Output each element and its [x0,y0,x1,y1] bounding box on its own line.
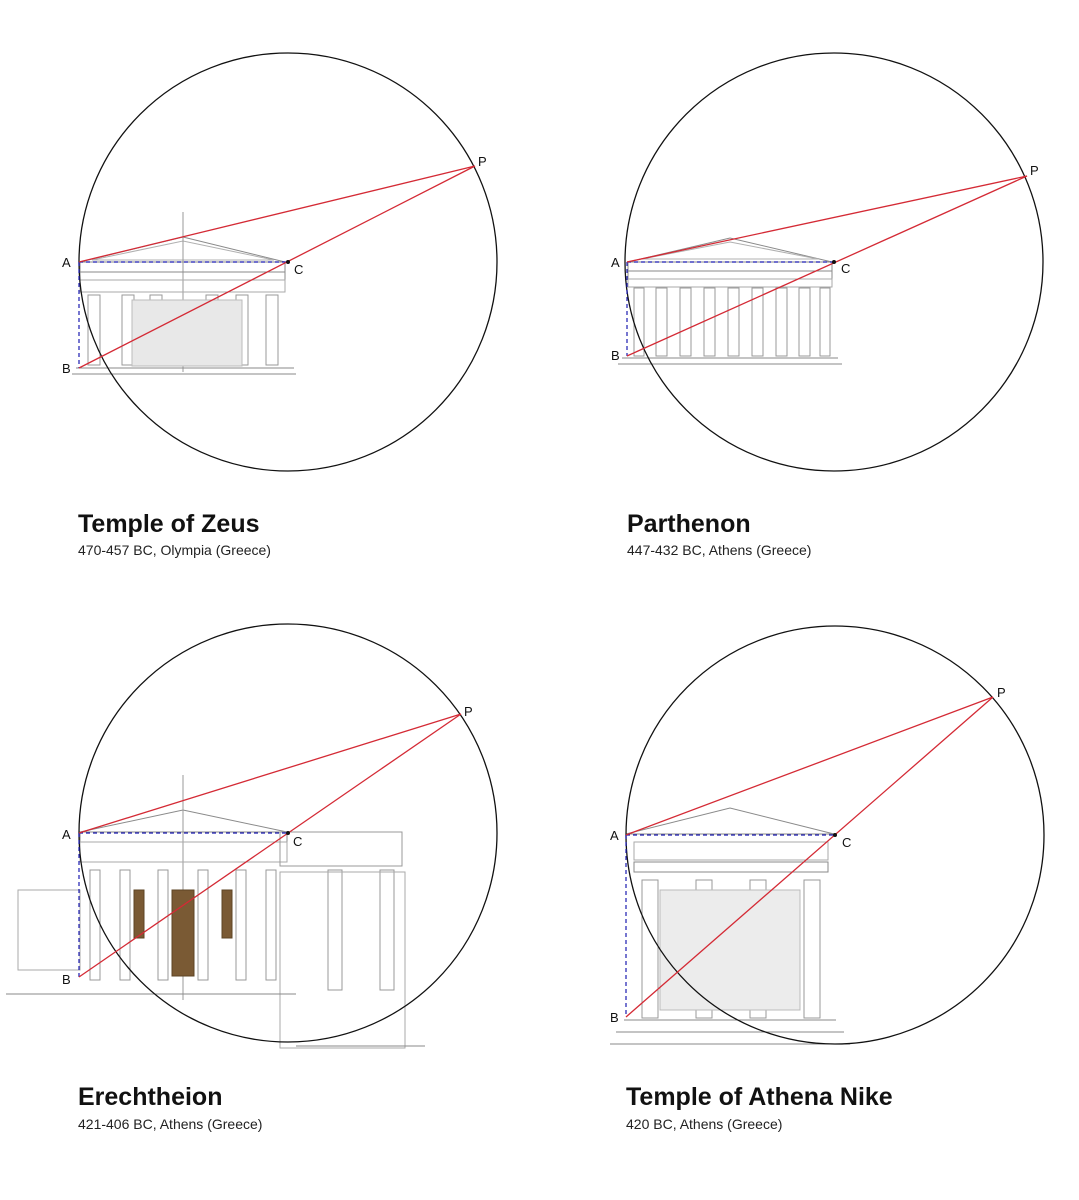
panel-temple-of-zeus: A B C P Temple of Zeus 470-457 BC, Olymp… [0,0,540,580]
red-construction-lines [625,696,994,1018]
panel-subtitle: 470-457 BC, Olympia (Greece) [78,542,271,558]
point-label-c: C [293,834,302,849]
point-label-c: C [841,261,850,276]
point-label-p: P [1030,163,1039,178]
blue-dashed-rectangle [626,261,834,356]
point-label-c: C [842,835,851,850]
panel-erechtheion: A B C P Erechtheion 421-406 BC, Athens (… [0,580,540,1200]
diagram-temple-of-athena-nike: A B C P [610,625,1045,1045]
panel-temple-of-athena-nike: A B C P Temple of Athena Nike 420 BC, At… [540,580,1079,1200]
red-construction-lines [78,713,462,978]
temple-sketch [610,807,850,1045]
panel-title: Parthenon [627,510,751,538]
temple-sketch [6,775,425,1049]
golden-circle [624,52,1044,472]
red-construction-lines [626,175,1028,357]
point-label-a: A [610,828,619,843]
panel-subtitle: 447-432 BC, Athens (Greece) [627,542,812,558]
temple-sketch [618,237,842,365]
panel-title: Temple of Zeus [78,510,260,538]
panel-parthenon: A B C P Parthenon 447-432 BC, Athens (Gr… [540,0,1079,580]
panel-title: Temple of Athena Nike [626,1083,893,1111]
point-label-a: A [62,827,71,842]
temple-sketch [72,212,296,375]
point-label-b: B [62,972,71,987]
blue-dashed-rectangle [625,834,835,1017]
point-label-b: B [611,348,620,363]
point-label-p: P [997,685,1006,700]
panel-title: Erechtheion [78,1083,223,1111]
point-label-p: P [478,154,487,169]
point-label-a: A [611,255,620,270]
blue-dashed-rectangle [78,261,288,368]
red-construction-lines [78,165,476,369]
point-label-c: C [294,262,303,277]
diagram-temple-of-zeus: A B C P [62,52,498,472]
panel-subtitle: 420 BC, Athens (Greece) [626,1116,783,1132]
blue-dashed-rectangle [78,832,288,977]
point-label-b: B [62,361,71,376]
diagram-erechtheion: A B C P [6,623,498,1049]
point-label-b: B [610,1010,619,1025]
diagram-parthenon: A B C P [611,52,1044,472]
point-label-a: A [62,255,71,270]
point-label-p: P [464,704,473,719]
panel-subtitle: 421-406 BC, Athens (Greece) [78,1116,263,1132]
